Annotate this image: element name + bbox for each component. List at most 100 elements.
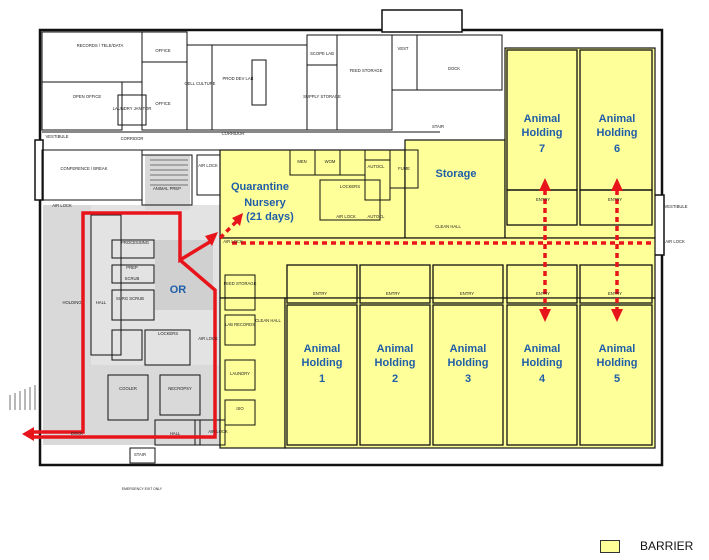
stairs xyxy=(9,159,188,410)
label-laundry-janitor: LAUNDRY JANITOR xyxy=(113,106,152,111)
label-air-lock-left: AIR LOCK xyxy=(52,203,72,208)
label-lab-records: LAB RECORDS xyxy=(225,322,255,327)
label-animal-prep: ANIMAL PREP xyxy=(153,186,181,191)
svg-text:Animal: Animal xyxy=(524,343,561,355)
svg-text:4: 4 xyxy=(539,373,546,385)
label-records: RECORDS / TELE/DATA xyxy=(77,43,124,48)
barrier-zone xyxy=(219,47,656,449)
svg-text:(21 days): (21 days) xyxy=(246,211,294,223)
label-cooler: COOLER xyxy=(119,386,137,391)
svg-text:Holding: Holding xyxy=(302,357,343,369)
barrier-legend-swatch xyxy=(600,540,620,553)
svg-text:7: 7 xyxy=(539,143,545,155)
quarantine-line1: Quarantine xyxy=(231,181,289,193)
holding-5-line2: Holding xyxy=(597,357,638,369)
holding-1-line2: Holding xyxy=(302,357,343,369)
label-vestibule-left: VESTIBULE xyxy=(45,134,68,139)
holding-6-num: 6 xyxy=(614,143,620,155)
label-entry-3: ENTRY xyxy=(460,291,474,296)
svg-text:OR: OR xyxy=(170,284,187,296)
label-conference: CONFERENCE / BREAK xyxy=(60,166,107,171)
svg-text:Quarantine: Quarantine xyxy=(231,181,289,193)
or-label: OR xyxy=(170,284,187,296)
label-autocl-2: AUTOCL xyxy=(368,214,386,219)
label-scope-lab: SCOPE LAB xyxy=(310,51,334,56)
label-vestibule-right: VESTIBULE xyxy=(664,204,687,209)
holding-4-line2: Holding xyxy=(522,357,563,369)
label-open-office: OPEN OFFICE xyxy=(73,94,102,99)
label-iso: ISO xyxy=(236,406,244,411)
quarantine-line2: Nursery xyxy=(244,197,286,209)
label-cell-culture: CELL CULTURE xyxy=(185,81,216,86)
svg-text:Holding: Holding xyxy=(522,357,563,369)
holding-7-line2: Holding xyxy=(522,127,563,139)
holding-3-line1: Animal xyxy=(450,343,487,355)
label-entry-2: ENTRY xyxy=(386,291,400,296)
label-office-1: OFFICE xyxy=(155,48,171,53)
holding-labels: Animal Holding 7 Animal Holding 6 Animal… xyxy=(302,113,638,385)
svg-text:Holding: Holding xyxy=(522,127,563,139)
label-vest-top: VEST xyxy=(398,46,409,51)
svg-text:1: 1 xyxy=(319,373,325,385)
label-stair-bottom: STAIR xyxy=(134,452,146,457)
dirty-route xyxy=(32,211,217,439)
holding-7-line1: Animal xyxy=(524,113,561,125)
label-processing: PROCESSING xyxy=(121,240,149,245)
label-autocl-1: AUTOCL xyxy=(368,164,386,169)
label-hall-left: HALL xyxy=(96,300,107,305)
svg-text:Holding: Holding xyxy=(375,357,416,369)
label-air-lock-or: AIR LOCK xyxy=(198,336,218,341)
label-scrub: SCRUB xyxy=(125,276,140,281)
svg-text:Storage: Storage xyxy=(436,168,477,180)
holding-2-line2: Holding xyxy=(375,357,416,369)
major-labels: Quarantine Nursery (21 days) Storage OR xyxy=(170,168,477,296)
label-dock-bottom: DOCK xyxy=(71,431,83,436)
svg-text:Nursery: Nursery xyxy=(244,197,286,209)
svg-text:5: 5 xyxy=(614,373,620,385)
label-clean-hall-2: CLEAN HALL xyxy=(255,318,281,323)
holding-1-line1: Animal xyxy=(304,343,341,355)
label-air-lock-bottom: AIR LOCK xyxy=(208,429,228,434)
route-arrowheads xyxy=(232,178,623,322)
holding-1-num: 1 xyxy=(319,373,325,385)
label-air-lock-c: AIR LOCK xyxy=(336,214,356,219)
dirty-route-arrows xyxy=(22,232,218,441)
label-entry-4: ENTRY xyxy=(536,291,550,296)
label-entry-1: ENTRY xyxy=(313,291,327,296)
label-air-lock-q: AIR LOCK xyxy=(223,239,243,244)
label-corridor-2: CORRIDOR xyxy=(222,131,245,136)
label-feed-storage-top: FEED STORAGE xyxy=(350,68,383,73)
svg-text:Animal: Animal xyxy=(524,113,561,125)
or-walls xyxy=(90,214,256,464)
label-stair-top: STAIR xyxy=(432,124,444,129)
holding-6-line1: Animal xyxy=(599,113,636,125)
holding-7-num: 7 xyxy=(539,143,545,155)
label-hall-bottom: HALL xyxy=(170,431,181,436)
label-entry-6: ENTRY xyxy=(608,197,622,202)
svg-text:2: 2 xyxy=(392,373,398,385)
label-feed-storage: FEED STORAGE xyxy=(224,281,257,286)
label-dock-top: DOCK xyxy=(448,66,460,71)
label-wom: WOM xyxy=(325,159,336,164)
label-holding: HOLDING xyxy=(62,300,81,305)
label-clean-hall: CLEAN HALL xyxy=(435,224,461,229)
label-corridor-1: CORRIDOR xyxy=(121,136,144,141)
svg-text:Animal: Animal xyxy=(599,343,636,355)
label-prod-dev-lab: PROD DEV LAB xyxy=(223,76,254,81)
holding-2-num: 2 xyxy=(392,373,398,385)
svg-text:Animal: Animal xyxy=(304,343,341,355)
small-labels: RECORDS / TELE/DATA OFFICE OPEN OFFICE L… xyxy=(45,43,687,491)
label-entry-7: ENTRY xyxy=(536,197,550,202)
label-air-lock-mid: AIR LOCK xyxy=(198,163,218,168)
holding-3-line2: Holding xyxy=(448,357,489,369)
holding-4-num: 4 xyxy=(539,373,546,385)
label-men: MEN xyxy=(297,159,306,164)
quarantine-line3: (21 days) xyxy=(246,211,294,223)
svg-text:Animal: Animal xyxy=(450,343,487,355)
label-lockers-2: LOCKERS xyxy=(158,331,178,336)
clean-route xyxy=(218,190,655,315)
holding-2-line1: Animal xyxy=(377,343,414,355)
svg-text:Holding: Holding xyxy=(597,357,638,369)
label-air-lock-right: AIR LOCK xyxy=(665,239,685,244)
